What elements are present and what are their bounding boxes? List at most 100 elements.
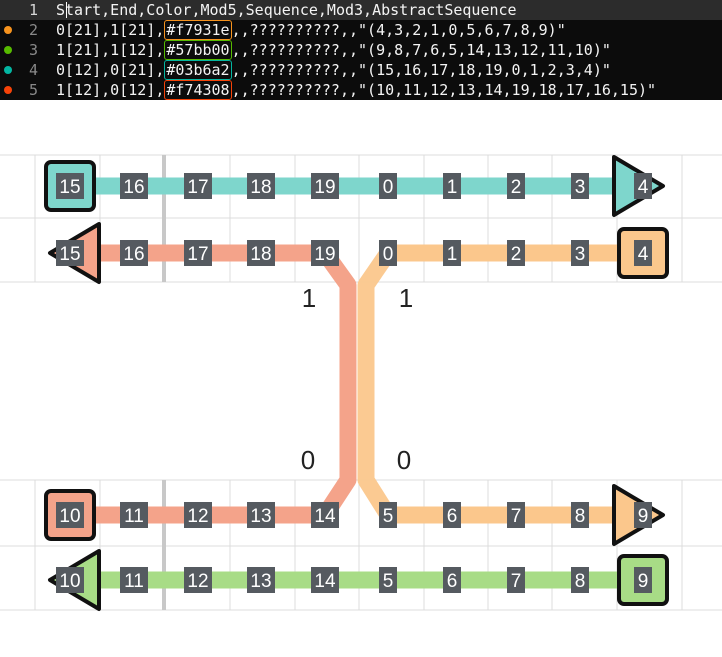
node-label: 19 xyxy=(314,244,335,265)
node-label-box xyxy=(443,173,461,199)
node-label: 0 xyxy=(383,177,394,198)
color-swatch: #57bb00 xyxy=(164,40,232,60)
node-label-box xyxy=(247,173,275,199)
node-label-box xyxy=(571,567,589,593)
node-label: 5 xyxy=(383,571,394,592)
node-label-box xyxy=(56,173,84,199)
node-label-box xyxy=(311,240,339,266)
line-number: 2 xyxy=(28,21,38,39)
node-label: 11 xyxy=(124,571,144,592)
edge-cross-orange xyxy=(357,248,396,520)
node-label-box xyxy=(311,567,339,593)
node-label: 8 xyxy=(575,571,586,592)
node-label: 4 xyxy=(638,244,649,265)
node-label-box xyxy=(634,173,652,199)
node-label-box xyxy=(571,240,589,266)
node-label: 8 xyxy=(575,506,586,527)
node-label-box xyxy=(56,567,84,593)
code-line[interactable]: 2 0[21],1[21],#f7931e,,??????????,,"(4,3,… xyxy=(0,20,722,40)
line-text-before: 0[21],1[21], xyxy=(56,21,165,39)
node-label: 16 xyxy=(123,244,144,265)
line-text[interactable]: Start,End,Color,Mod5,Sequence,Mod3,Abstr… xyxy=(56,0,517,20)
node-label-box xyxy=(379,240,397,266)
node-label: 15 xyxy=(59,177,80,198)
node-label: 4 xyxy=(638,177,649,198)
node-label: 3 xyxy=(575,177,586,198)
text-cursor xyxy=(66,2,67,18)
node-label: 12 xyxy=(187,506,208,527)
node-label-box xyxy=(379,567,397,593)
line-number: 1 xyxy=(28,1,38,19)
color-swatch: #f7931e xyxy=(164,20,232,40)
node-label-box xyxy=(184,240,212,266)
line-text[interactable]: 1[21],1[12],#57bb00,,??????????,,"(9,8,7… xyxy=(56,40,611,60)
node-label-box xyxy=(120,567,148,593)
line-gutter: 4 xyxy=(0,60,46,80)
line-number: 5 xyxy=(28,81,38,99)
node-label: 7 xyxy=(511,506,522,527)
node-label-box xyxy=(443,240,461,266)
mod-label: 0 xyxy=(397,445,411,475)
code-editor[interactable]: 1 Start,End,Color,Mod5,Sequence,Mod3,Abst… xyxy=(0,0,722,100)
color-dot-icon xyxy=(4,46,12,54)
node-label-box xyxy=(571,173,589,199)
node-label-box xyxy=(184,567,212,593)
line-gutter: 3 xyxy=(0,40,46,60)
node-label-box xyxy=(247,567,275,593)
mod-label: 1 xyxy=(399,283,413,313)
node-label: 17 xyxy=(187,177,208,198)
line-gutter: 2 xyxy=(0,20,46,40)
node-label-box xyxy=(507,173,525,199)
node-label-box xyxy=(56,502,84,528)
line-number: 3 xyxy=(28,41,38,59)
node-label: 9 xyxy=(638,571,649,592)
node-label: 2 xyxy=(511,244,522,265)
node-label-box xyxy=(247,502,275,528)
node-label-box xyxy=(56,240,84,266)
line-text-after: ,,??????????,,"(15,16,17,18,19,0,1,2,3,4… xyxy=(231,61,611,79)
color-dot-icon xyxy=(4,86,12,94)
node-label: 18 xyxy=(250,244,271,265)
line-text[interactable]: 0[21],1[21],#f7931e,,??????????,,"(4,3,2… xyxy=(56,20,566,40)
node-label: 14 xyxy=(314,506,336,527)
node-label: 5 xyxy=(383,506,394,527)
node-label: 12 xyxy=(187,571,208,592)
node-label-box xyxy=(507,240,525,266)
node-label: 13 xyxy=(250,571,271,592)
code-line[interactable]: 1 Start,End,Color,Mod5,Sequence,Mod3,Abst… xyxy=(0,0,722,20)
node-label: 17 xyxy=(187,244,208,265)
node-label-box xyxy=(379,502,397,528)
line-text-after: ,,??????????,,"(9,8,7,6,5,14,13,12,11,10… xyxy=(231,41,611,59)
node-label-box xyxy=(634,567,652,593)
node-label-box xyxy=(379,173,397,199)
node-label: 19 xyxy=(314,177,335,198)
node-label-box xyxy=(634,240,652,266)
line-gutter: 5 xyxy=(0,80,46,100)
node-label: 18 xyxy=(250,177,271,198)
code-line[interactable]: 5 1[12],0[12],#f74308,,??????????,,"(10,1… xyxy=(0,80,722,100)
line-text-after: ,,??????????,,"(4,3,2,1,0,5,6,7,8,9)" xyxy=(231,21,566,39)
node-label: 14 xyxy=(314,571,336,592)
node-label-box xyxy=(247,240,275,266)
code-line[interactable]: 4 0[12],0[21],#03b6a2,,??????????,,"(15,1… xyxy=(0,60,722,80)
line-text-after: ,,??????????,,"(10,11,12,13,14,19,18,17,… xyxy=(231,81,657,99)
node-label-box xyxy=(120,240,148,266)
line-text-before: 0[12],0[21], xyxy=(56,61,165,79)
node-label: 15 xyxy=(59,244,80,265)
node-label: 6 xyxy=(447,506,458,527)
node-label: 1 xyxy=(447,177,458,198)
node-label-box xyxy=(634,502,652,528)
node-label-box xyxy=(571,502,589,528)
line-text[interactable]: 1[12],0[12],#f74308,,??????????,,"(10,11… xyxy=(56,80,656,100)
mod-label: 1 xyxy=(302,283,316,313)
color-dot-icon xyxy=(4,26,12,34)
line-text[interactable]: 0[12],0[21],#03b6a2,,??????????,,"(15,16… xyxy=(56,60,611,80)
mod-label: 0 xyxy=(301,445,315,475)
color-dot-icon xyxy=(4,66,12,74)
node-label: 0 xyxy=(383,244,394,265)
line-gutter: 1 xyxy=(0,0,46,20)
node-label: 9 xyxy=(638,506,649,527)
code-line[interactable]: 3 1[21],1[12],#57bb00,,??????????,,"(9,8,… xyxy=(0,40,722,60)
node-label-box xyxy=(311,173,339,199)
node-label: 16 xyxy=(123,177,144,198)
